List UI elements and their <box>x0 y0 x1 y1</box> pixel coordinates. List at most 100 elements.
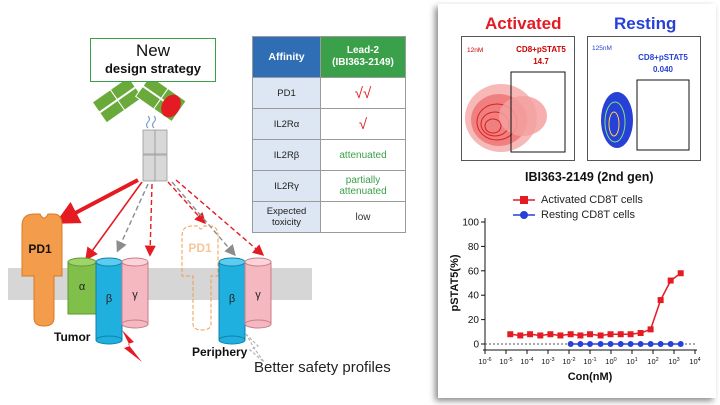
x-tick-label: 103 <box>668 357 679 366</box>
data-point-resting <box>657 341 664 347</box>
table-key: PD1 <box>252 77 321 109</box>
data-point-resting <box>627 341 634 347</box>
table-header-lead-line1: Lead-2 <box>346 45 380 56</box>
design-line2: design strategy <box>104 61 202 76</box>
table-value-line1: partially <box>345 175 381 186</box>
x-tick-label: 10-2 <box>562 357 575 366</box>
table-key: IL2Rα <box>252 108 321 140</box>
data-point-resting <box>667 341 674 347</box>
series-line-0 <box>510 272 682 337</box>
x-tick-label: 10-3 <box>541 357 554 366</box>
data-point-resting <box>637 341 644 347</box>
design-strategy-box: New design strategy <box>90 38 216 82</box>
y-tick-label: 20 <box>468 315 480 326</box>
resting-gate <box>636 79 690 151</box>
data-point-activated <box>517 332 524 339</box>
results-panel: Activated Resting 12nM CD8+pSTAT5 14.7 <box>438 4 716 398</box>
table-key: IL2Rγ <box>252 170 321 202</box>
periphery-beta-label: β <box>229 293 235 305</box>
data-point-activated <box>577 332 584 339</box>
mechanism-diagram: PD1 α β γ PD1 <box>8 75 312 363</box>
table-row: IL2Rβ attenuated <box>252 139 406 171</box>
data-point-resting <box>597 341 604 347</box>
table-key-line1: Expected <box>266 206 307 217</box>
data-point-resting <box>587 341 593 347</box>
data-point-activated <box>537 332 544 339</box>
table-row: IL2Rγ partially attenuated <box>252 170 406 202</box>
legend-label-resting: Resting CD8T cells <box>541 208 635 221</box>
chart-title: IBI363-2149 (2nd gen) <box>525 170 654 184</box>
signal-bolt-icon <box>122 330 142 362</box>
data-point-activated <box>547 331 554 338</box>
il2r-beta-receptor: β <box>95 257 123 345</box>
data-point-resting <box>617 341 624 347</box>
table-key-line2: toxicity <box>271 217 302 228</box>
table-value: √ <box>320 108 406 140</box>
data-point-activated <box>597 332 604 339</box>
y-tick-label: 80 <box>468 242 480 253</box>
il2r-gamma-receptor: γ <box>121 257 149 329</box>
activated-gate <box>510 71 566 153</box>
periphery-gamma-label: γ <box>255 289 261 301</box>
data-point-activated <box>677 270 684 277</box>
data-point-resting <box>647 341 654 347</box>
x-tick-label: 10-1 <box>583 357 596 366</box>
arrow-to-alpha <box>85 181 143 261</box>
table-row: PD1 √√ <box>252 77 406 109</box>
table-value: partially attenuated <box>320 170 406 202</box>
y-tick-label: 40 <box>468 291 480 302</box>
x-tick-label: 102 <box>647 357 658 366</box>
y-tick-label: 60 <box>468 266 480 277</box>
tumor-label: Tumor <box>54 330 91 344</box>
arrow-to-periphery-gamma <box>175 179 265 256</box>
design-line1: New <box>135 41 170 60</box>
data-point-activated <box>507 331 514 338</box>
x-tick-label: 10-5 <box>499 357 512 366</box>
periphery-label: Periphery <box>192 345 248 359</box>
data-point-activated <box>567 331 574 338</box>
pd1-receptor-tumor: PD1 <box>21 213 63 327</box>
resting-scatter-cloud <box>601 92 633 148</box>
data-point-activated <box>527 331 534 338</box>
x-tick-label: 10-6 <box>478 357 491 366</box>
activated-flow-plot: 12nM CD8+pSTAT5 14.7 <box>461 36 575 161</box>
weak-signal-icon <box>245 333 265 363</box>
legend-label-activated: Activated CD8T cells <box>541 193 643 206</box>
data-point-activated <box>657 297 664 304</box>
arrow-to-beta <box>116 183 149 253</box>
il2r-alpha-receptor: α <box>67 257 97 315</box>
legend-item-resting: Resting CD8T cells <box>513 207 643 222</box>
il2-ligand-icon <box>161 94 181 118</box>
table-header-lead: Lead-2 (IBI363-2149) <box>320 36 406 78</box>
arrow-to-pd1 <box>54 178 139 224</box>
x-tick-label: 104 <box>689 357 700 366</box>
resting-conc: 125nM <box>592 45 612 52</box>
chart-legend: Activated CD8T cells Resting CD8T cells <box>513 192 643 222</box>
pd1-periphery-label: PD1 <box>188 241 212 255</box>
data-point-activated <box>557 332 564 339</box>
gamma-label: γ <box>132 289 138 301</box>
beta-label: β <box>106 293 112 305</box>
pd1-label: PD1 <box>28 242 52 256</box>
table-key: Expected toxicity <box>252 201 321 233</box>
x-tick-label: 100 <box>605 357 616 366</box>
table-value: attenuated <box>320 139 406 171</box>
table-key: IL2Rβ <box>252 139 321 171</box>
table-row: IL2Rα √ <box>252 108 406 140</box>
table-value-line2: attenuated <box>339 186 387 197</box>
table-value: √√ <box>320 77 406 109</box>
table-header-affinity: Affinity <box>252 36 321 78</box>
arrow-to-periphery-pd1 <box>167 181 206 225</box>
arrow-to-gamma <box>144 183 156 257</box>
data-point-activated <box>637 330 644 337</box>
alpha-label: α <box>79 281 86 293</box>
data-point-resting <box>567 341 574 347</box>
legend-swatch-activated <box>513 195 535 204</box>
x-tick-label: 10-4 <box>520 357 533 366</box>
resting-flow-plot: 125nM CD8+pSTAT5 0.040 <box>587 36 701 161</box>
y-tick-label: 0 <box>473 340 479 351</box>
table-row: Expected toxicity low <box>252 201 406 233</box>
activated-conc: 12nM <box>467 47 483 54</box>
table-header-lead-line2: (IBI363-2149) <box>332 57 394 68</box>
data-point-activated <box>647 326 654 333</box>
